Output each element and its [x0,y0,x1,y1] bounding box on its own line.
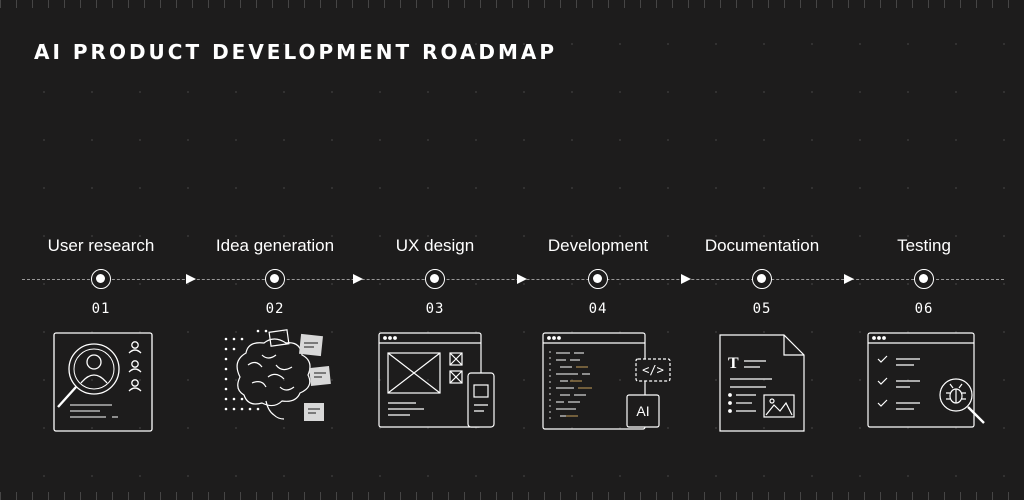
bug-test-icon [864,325,992,435]
arrow-right-icon [186,274,196,284]
timeline-line [22,279,1004,280]
brain-icon [218,325,338,435]
step-title-documentation: Documentation [704,236,820,255]
code-editor-icon: </> AI [540,325,674,435]
document-icon: T [716,325,810,435]
text-glyph-icon: T [728,355,739,372]
step-number: 06 [914,301,934,317]
step-title-development: Development [547,236,649,255]
step-number: 04 [588,301,608,317]
ruler-top [0,0,1024,8]
arrow-right-icon [517,274,527,284]
timeline-node [588,269,608,289]
arrow-right-icon [844,274,854,284]
arrow-right-icon [681,274,691,284]
arrow-right-icon [353,274,363,284]
step-title-testing: Testing [897,236,951,255]
timeline-node [425,269,445,289]
step-number: 05 [752,301,772,317]
timeline-node [914,269,934,289]
code-tag-badge: </> [642,363,664,377]
step-title-idea-generation: Idea generation [215,236,335,255]
ruler-bottom [0,492,1024,500]
timeline-node [91,269,111,289]
step-number: 03 [425,301,445,317]
step-number: 01 [91,301,111,317]
page-title: AI PRODUCT DEVELOPMENT ROADMAP [34,40,558,64]
ai-badge: AI [636,403,650,419]
wireframe-icon [376,325,498,435]
timeline-node [265,269,285,289]
step-number: 02 [265,301,285,317]
step-title-ux-design: UX design [395,236,475,255]
timeline-node [752,269,772,289]
user-research-icon [50,325,156,435]
step-title-user-research: User research [47,236,155,255]
